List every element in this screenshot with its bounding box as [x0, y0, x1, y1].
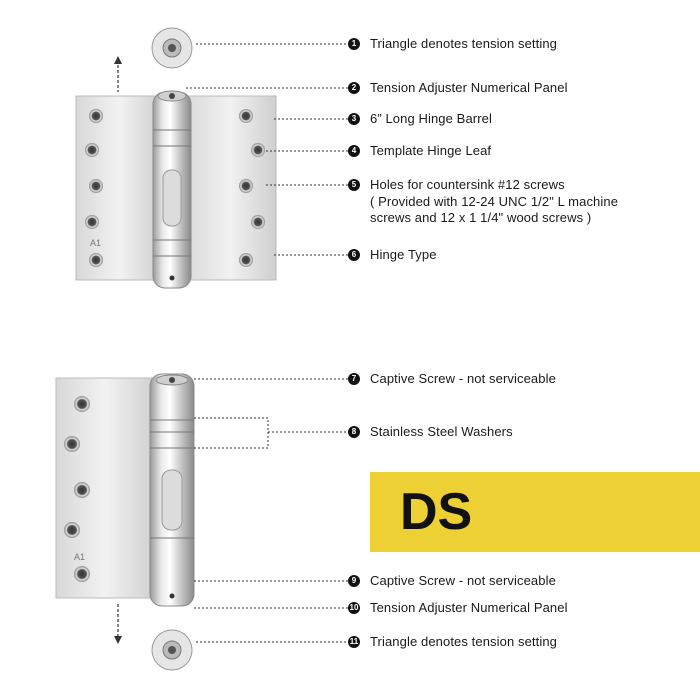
hinge-type-mark-bottom: A1: [74, 552, 85, 562]
leader-lines: [186, 43, 348, 643]
callout-9-label: Captive Screw - not serviceable: [370, 573, 556, 588]
callout-5-label-line1: Holes for countersink #12 screws: [370, 177, 565, 192]
tension-knob-bottom: [151, 629, 193, 671]
hinge-type-mark-top: A1: [90, 238, 101, 248]
callout-7-badge: 7: [348, 373, 360, 385]
tension-knob-top: [151, 27, 193, 69]
callout-5-label-line2: ( Provided with 12-24 UNC 1/2" L machine: [370, 194, 619, 209]
ds-banner: DS: [370, 472, 700, 552]
callout-3-badge: 3: [348, 113, 360, 125]
right-leaf: [183, 95, 277, 281]
callout-6-badge: 6: [348, 249, 360, 261]
callout-10-badge: 10: [348, 602, 360, 614]
callout-2-badge: 2: [348, 82, 360, 94]
ds-banner-text: DS: [400, 483, 473, 541]
callout-7-label: Captive Screw - not serviceable: [370, 371, 556, 386]
callout-11-label: Triangle denotes tension setting: [370, 634, 558, 649]
callout-5-label-line3: screws and 12 x 1 1/4" wood screws ): [370, 210, 592, 225]
bottom-hinge: A1: [55, 373, 195, 644]
callout-10-label: Tension Adjuster Numerical Panel: [370, 600, 568, 615]
callout-6-label: Hinge Type: [370, 247, 437, 262]
callout-1-badge: 1: [348, 38, 360, 50]
callout-8-label: Stainless Steel Washers: [370, 424, 513, 439]
callout-3-label: 6” Long Hinge Barrel: [370, 111, 492, 126]
left-leaf: [75, 95, 163, 281]
callout-4-badge: 4: [348, 145, 360, 157]
callout-4-label: Template Hinge Leaf: [370, 143, 492, 158]
callout-2-label: Tension Adjuster Numerical Panel: [370, 80, 568, 95]
callout-9-badge: 9: [348, 575, 360, 587]
callout-11-badge: 11: [348, 636, 360, 648]
callout-1-label: Triangle denotes tension setting: [370, 36, 558, 51]
callout-8-badge: 8: [348, 426, 360, 438]
bottom-left-leaf: [55, 377, 157, 599]
callout-5-badge: 5: [348, 179, 360, 191]
top-hinge: A1: [75, 56, 277, 289]
